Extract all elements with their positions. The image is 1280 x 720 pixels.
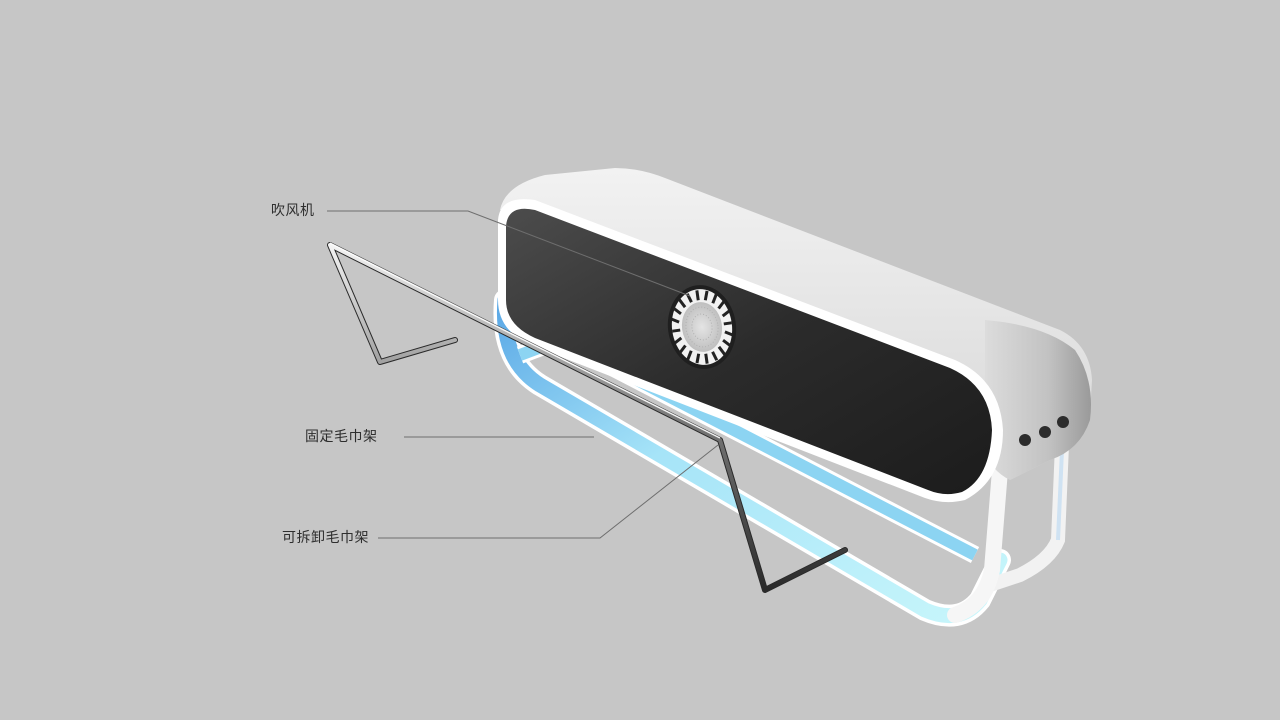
control-button-2[interactable]	[1039, 426, 1051, 438]
callout-label-fixed-towel-rack: 固定毛巾架	[305, 429, 378, 445]
callout-label-detachable-towel-rack: 可拆卸毛巾架	[282, 530, 369, 546]
callout-label-hair-dryer: 吹风机	[271, 203, 315, 219]
fan-vent-icon	[667, 285, 737, 369]
control-buttons	[1019, 416, 1069, 446]
callout-lines	[327, 210, 719, 539]
detachable-towel-rack[interactable]	[327, 242, 848, 593]
callout-line-detachable-rack	[378, 444, 719, 539]
control-button-3[interactable]	[1057, 416, 1069, 428]
control-button-1[interactable]	[1019, 434, 1031, 446]
callout-line-dryer	[327, 210, 691, 297]
hair-dryer-body	[498, 168, 1092, 503]
